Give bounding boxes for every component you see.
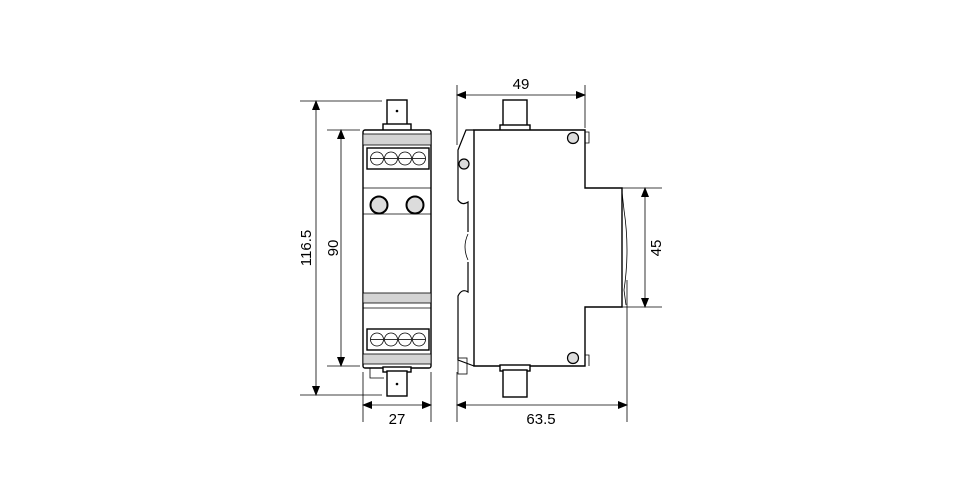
bottom-terminal-block — [366, 328, 430, 351]
dim-label-116-5: 116.5 — [298, 230, 315, 266]
dimension-overall-depth: 63.5 — [456, 280, 628, 428]
indicator-led-right — [405, 195, 425, 215]
screw-bottom — [566, 351, 580, 365]
side-bottom-connector — [502, 369, 528, 398]
dimension-body-height: 90 — [325, 129, 360, 367]
dimension-width: 27 — [362, 372, 432, 428]
din-clip — [457, 129, 475, 367]
dim-label-27: 27 — [389, 411, 406, 428]
top-terminal-block — [366, 147, 430, 170]
dim-label-63-5: 63.5 — [526, 411, 555, 428]
dim-label-45: 45 — [648, 240, 665, 257]
middle-band — [362, 292, 432, 304]
bottom-band — [362, 353, 432, 365]
dim-label-49: 49 — [513, 76, 530, 93]
screw-top — [566, 131, 580, 145]
top-band — [362, 133, 432, 146]
front-view — [362, 99, 432, 397]
indicator-led-left — [369, 195, 389, 215]
dimension-overall-height: 116.5 — [298, 100, 382, 396]
dimension-rail-width: 45 — [622, 187, 665, 308]
dimension-top-depth: 49 — [456, 76, 586, 145]
dim-label-90: 90 — [325, 240, 342, 257]
side-view — [457, 99, 628, 398]
side-body — [473, 129, 623, 367]
side-top-connector — [502, 99, 528, 127]
